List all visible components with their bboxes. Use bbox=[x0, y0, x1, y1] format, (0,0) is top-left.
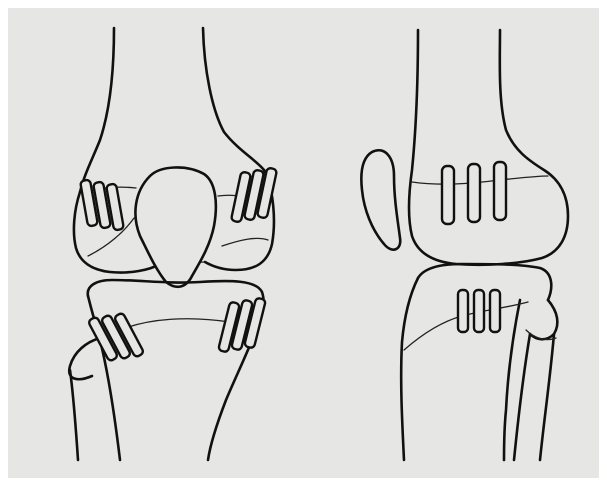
clip-staple bbox=[442, 166, 454, 224]
clip-staple bbox=[468, 164, 480, 222]
clip-staple bbox=[490, 290, 500, 332]
paper-background bbox=[8, 8, 599, 478]
clip-staple bbox=[458, 290, 468, 332]
clip-staple bbox=[474, 290, 484, 332]
clip-group-femur bbox=[442, 162, 506, 224]
clip-staple bbox=[494, 162, 506, 220]
clip-group-tibia bbox=[458, 290, 500, 332]
clip-group-femur-medial bbox=[80, 179, 124, 230]
